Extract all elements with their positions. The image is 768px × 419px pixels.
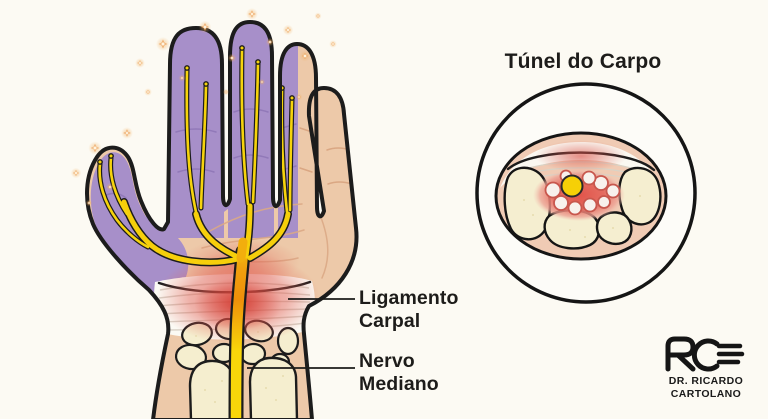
label-ligamento-carpal: Ligamento Carpal <box>359 287 459 333</box>
cross-section-median-nerve <box>560 174 584 198</box>
label-ligamento-line2: Carpal <box>359 310 421 332</box>
logo-doctor-name: DR. RICARDO CARTOLANO <box>650 375 762 400</box>
logo-monogram-rc <box>665 336 745 372</box>
median-nerve-branches <box>97 45 295 419</box>
median-nerve-trunk <box>230 246 249 419</box>
cross-section-tendons <box>544 169 621 216</box>
logo-doctor-name-line1: DR. RICARDO <box>668 375 744 387</box>
label-ligamento-line1: Ligamento <box>359 287 459 309</box>
label-nervo-line1: Nervo <box>359 350 415 372</box>
logo-doctor-name-line2: CARTOLANO <box>670 387 742 400</box>
inset-bone-texture-dots <box>523 195 641 238</box>
wrist-cross-section-inset <box>475 82 697 304</box>
label-nervo-mediano: Nervo Mediano <box>359 350 439 396</box>
inset-title: Túnel do Carpo <box>504 50 662 73</box>
hand-illustration <box>70 7 359 419</box>
hand-outline <box>85 20 359 419</box>
label-nervo-line2: Mediano <box>359 373 439 395</box>
